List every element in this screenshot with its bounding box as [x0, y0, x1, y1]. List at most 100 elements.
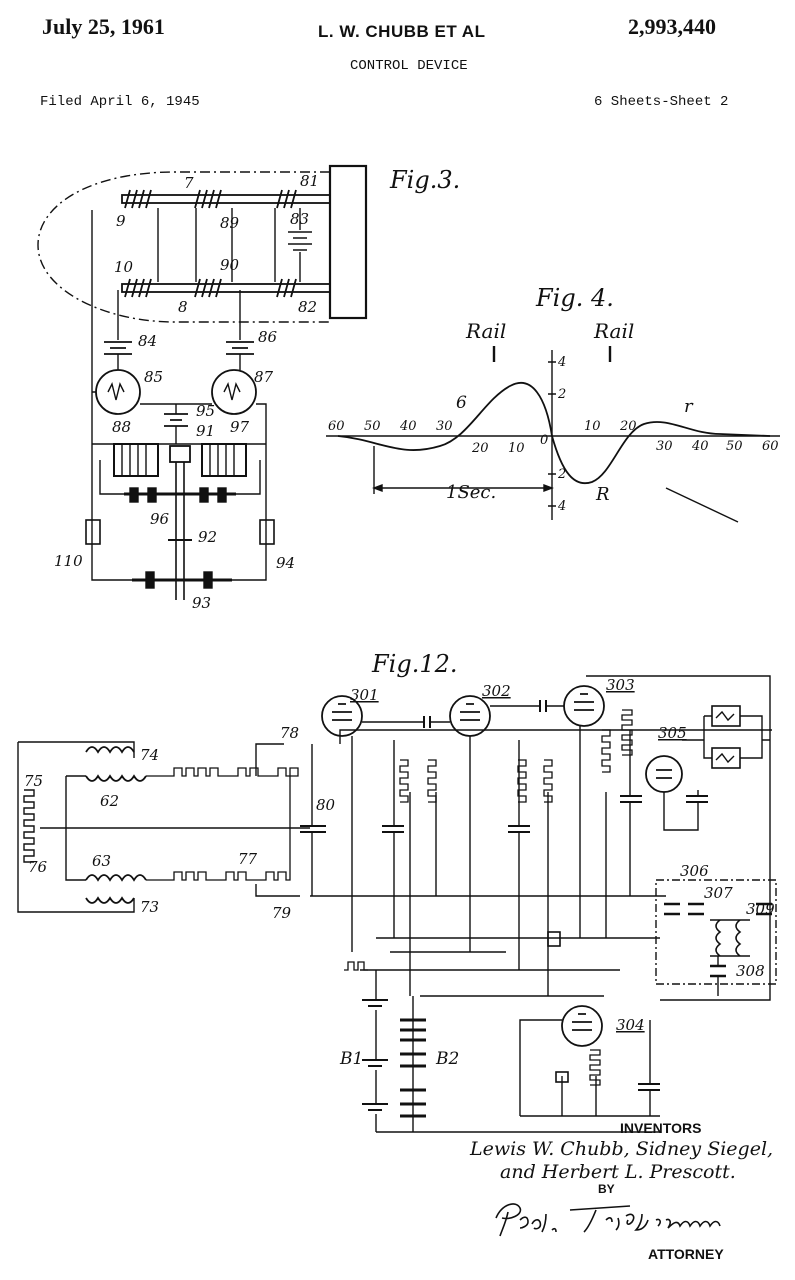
- svg-text:60: 60: [328, 419, 345, 434]
- svg-text:10: 10: [114, 258, 134, 276]
- figure-3: Fig.3.: [37, 164, 460, 612]
- svg-text:4: 4: [557, 355, 566, 370]
- svg-text:94: 94: [276, 554, 295, 572]
- svg-text:80: 80: [316, 796, 336, 814]
- inventor-names-line1: Lewis W. Chubb, Sidney Siegel,: [470, 1138, 774, 1160]
- svg-text:75: 75: [24, 772, 43, 790]
- svg-text:2: 2: [557, 387, 566, 402]
- svg-text:87: 87: [254, 368, 274, 386]
- svg-text:0: 0: [540, 433, 548, 448]
- svg-text:40: 40: [399, 419, 417, 434]
- fig3-coils: [124, 189, 297, 298]
- figure-4: Fig. 4. Rail Rail 60 50 40 30 20 10 0 10…: [326, 284, 780, 523]
- svg-text:2: 2: [557, 467, 566, 482]
- inventors-label: INVENTORS: [620, 1120, 702, 1136]
- svg-text:73: 73: [140, 898, 159, 916]
- svg-text:83: 83: [290, 210, 309, 228]
- svg-text:305: 305: [658, 724, 687, 742]
- fig3-refs: 7 81 9 89 83 10 90 8 82 84 86 85 87 95 8…: [54, 172, 319, 612]
- svg-text:50: 50: [726, 439, 743, 454]
- fig4-caption: Fig. 4.: [535, 284, 614, 312]
- svg-text:63: 63: [92, 852, 111, 870]
- fig4-y-ticks: 4 2 2 4: [557, 355, 566, 514]
- svg-text:306: 306: [680, 862, 709, 880]
- svg-text:60: 60: [762, 439, 779, 454]
- svg-text:81: 81: [300, 172, 319, 190]
- svg-text:86: 86: [258, 328, 278, 346]
- fig4-labels: 6 r R 1Sec.: [446, 393, 694, 505]
- resistor-94: [259, 519, 275, 545]
- svg-text:R: R: [595, 484, 610, 505]
- svg-text:30: 30: [436, 419, 453, 434]
- rail-right-label: Rail: [593, 319, 634, 343]
- svg-text:10: 10: [508, 441, 525, 456]
- patent-title: CONTROL DEVICE: [350, 58, 468, 74]
- svg-text:84: 84: [138, 332, 157, 350]
- sheet-count: 6 Sheets-Sheet 2: [594, 94, 729, 110]
- fig12-refs: 74 75 62 76 63 73 78 77 79 80 306 307 30…: [24, 724, 775, 980]
- svg-text:40: 40: [691, 439, 709, 454]
- core-block: [328, 164, 368, 320]
- rail-8: [121, 283, 331, 293]
- svg-text:B2: B2: [435, 1049, 459, 1069]
- relay-box: [655, 879, 777, 985]
- svg-text:20: 20: [619, 419, 637, 434]
- svg-text:79: 79: [272, 904, 292, 922]
- resistor-110: [85, 519, 101, 545]
- rail-7: [121, 194, 331, 204]
- svg-text:95: 95: [196, 402, 215, 420]
- svg-text:96: 96: [150, 510, 170, 528]
- tube-304: [561, 1005, 603, 1047]
- svg-text:301: 301: [350, 686, 379, 704]
- inventor-short: L. W. CHUBB ET AL: [318, 22, 486, 41]
- fig12-batteries: B1 B2: [339, 1049, 459, 1069]
- svg-text:10: 10: [584, 419, 601, 434]
- svg-text:97: 97: [230, 418, 250, 436]
- patent-date: July 25, 1961: [42, 14, 165, 39]
- stray-mark: [665, 487, 739, 523]
- svg-text:302: 302: [482, 682, 511, 700]
- svg-text:78: 78: [280, 724, 299, 742]
- svg-text:50: 50: [364, 419, 381, 434]
- tube-87: [211, 369, 257, 415]
- svg-text:8: 8: [178, 298, 188, 316]
- patent-number: 2,993,440: [628, 14, 716, 39]
- solenoid-97: [201, 443, 247, 477]
- svg-text:4: 4: [557, 499, 566, 514]
- tube-301: [321, 695, 363, 737]
- inventor-names-line2: and Herbert L. Prescott.: [500, 1161, 736, 1183]
- svg-text:30: 30: [656, 439, 673, 454]
- svg-text:r: r: [684, 396, 694, 417]
- attorney-label: ATTORNEY: [648, 1246, 724, 1262]
- svg-text:6: 6: [456, 393, 467, 413]
- by-label: BY: [598, 1182, 615, 1196]
- enclosure-outline: [37, 171, 330, 323]
- fig4-x-ticks: 60 50 40 30 20 10 0 10 20 30 40 50 60: [328, 419, 779, 456]
- svg-text:88: 88: [112, 418, 131, 436]
- svg-text:91: 91: [196, 422, 215, 440]
- fig12-tube-labels: 301 302 303 304 305: [350, 676, 687, 1034]
- svg-text:77: 77: [238, 850, 258, 868]
- svg-text:308: 308: [736, 962, 765, 980]
- svg-text:7: 7: [184, 174, 194, 192]
- svg-text:62: 62: [100, 792, 119, 810]
- fig12-caption: Fig.12.: [371, 650, 458, 678]
- rail-marks: [492, 346, 612, 362]
- svg-text:92: 92: [198, 528, 217, 546]
- svg-text:303: 303: [606, 676, 635, 694]
- svg-text:20: 20: [471, 441, 489, 456]
- svg-text:307: 307: [704, 884, 733, 902]
- fig3-caption: Fig.3.: [389, 166, 460, 194]
- filed-date: Filed April 6, 1945: [40, 94, 200, 110]
- svg-text:304: 304: [616, 1016, 645, 1034]
- svg-text:9: 9: [116, 212, 126, 230]
- svg-text:76: 76: [28, 858, 48, 876]
- svg-text:309: 309: [746, 900, 775, 918]
- svg-text:82: 82: [298, 298, 317, 316]
- svg-text:85: 85: [144, 368, 163, 386]
- svg-text:74: 74: [140, 746, 159, 764]
- figure-12: Fig.12.: [17, 650, 777, 1133]
- fig4-waveform: [337, 382, 771, 485]
